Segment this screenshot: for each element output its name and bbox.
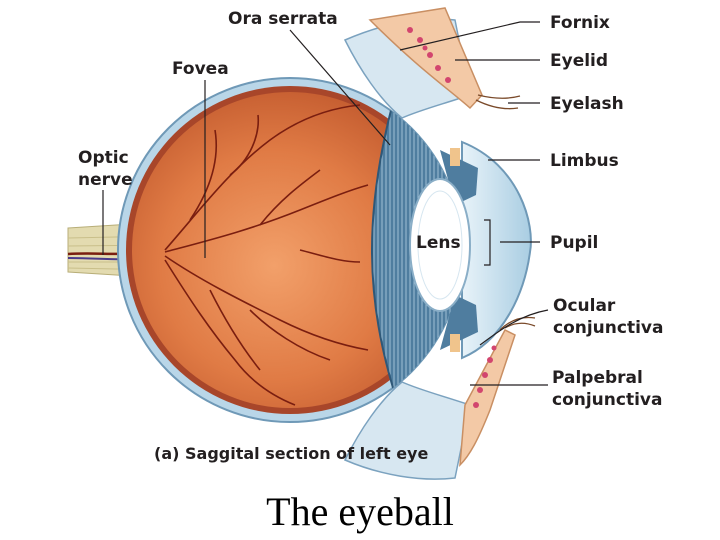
iris [440, 148, 478, 352]
label-optic-nerve-1: Optic [78, 148, 129, 168]
retinal-vessels [164, 104, 369, 406]
upper-eyelid [343, 7, 521, 119]
diagram-caption: (a) Saggital section of left eye [154, 444, 428, 463]
leader-lines [102, 21, 549, 386]
slide-title: The eyeball [266, 489, 454, 534]
label-eyelash: Eyelash [550, 94, 624, 114]
label-ocular-conjunctiva-2: conjunctiva [553, 318, 663, 338]
label-ora-serrata: Ora serrata [228, 9, 338, 29]
label-limbus: Limbus [550, 151, 619, 171]
label-pupil: Pupil [550, 233, 598, 253]
lens [409, 178, 471, 312]
label-eyelid: Eyelid [550, 51, 608, 71]
label-lens: Lens [416, 233, 461, 253]
lower-eyelid [343, 316, 536, 480]
label-ocular-conjunctiva-1: Ocular [553, 296, 616, 316]
label-optic-nerve-2: nerve [78, 170, 133, 190]
label-palpebral-conjunctiva-1: Palpebral [552, 368, 643, 388]
label-fornix: Fornix [550, 13, 610, 33]
cornea [461, 140, 532, 360]
label-fovea: Fovea [172, 59, 229, 79]
eye-diagram: Ora serrata Fovea Optic nerve Fornix Eye… [67, 7, 663, 480]
label-palpebral-conjunctiva-2: conjunctiva [552, 390, 662, 410]
